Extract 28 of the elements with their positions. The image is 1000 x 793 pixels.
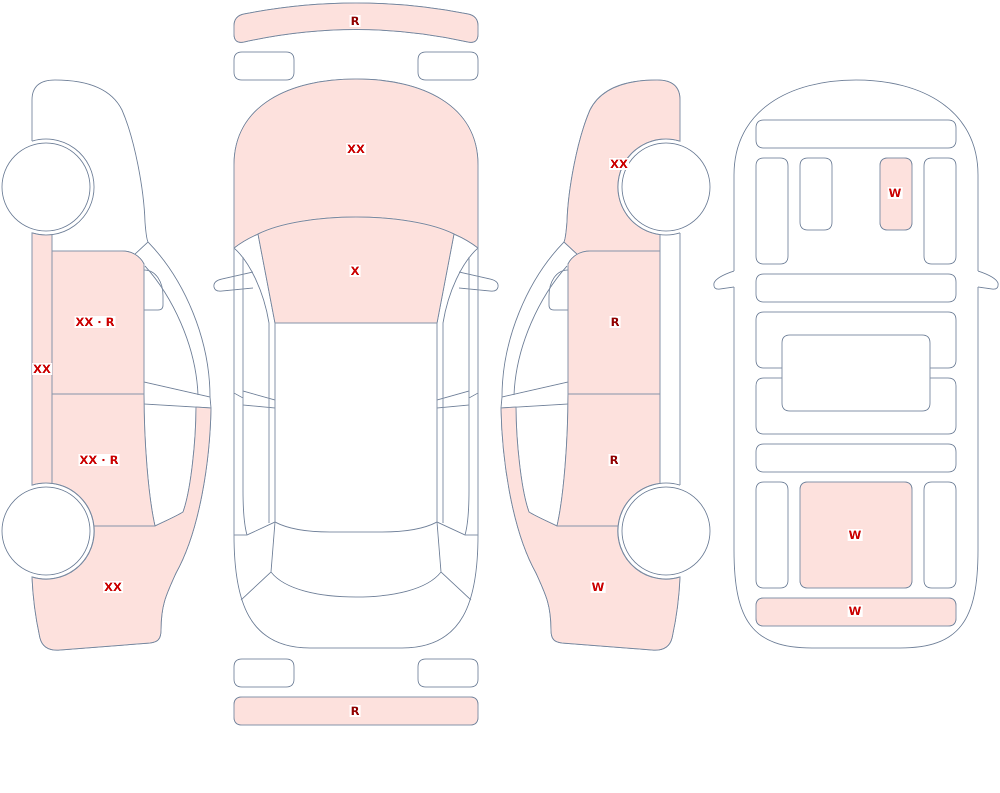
bumper-panel xyxy=(233,696,479,726)
damage-code: XX · R xyxy=(78,454,120,466)
damage-code: W xyxy=(848,529,862,541)
door-panel xyxy=(51,393,156,527)
door-panel xyxy=(51,250,146,395)
door-panel xyxy=(566,250,661,395)
bumper-panel xyxy=(233,2,479,44)
damage-code: R xyxy=(610,316,620,328)
damage-code: XX xyxy=(32,363,52,375)
damage-code: R xyxy=(350,705,360,717)
damage-code: R xyxy=(350,15,360,27)
damage-code: R xyxy=(608,454,620,466)
sill-panel xyxy=(31,232,53,486)
door-panel xyxy=(556,393,661,527)
hood-panel xyxy=(233,78,479,249)
damage-code: XX xyxy=(609,158,629,170)
underbody-panel xyxy=(799,481,913,589)
underbody-panel xyxy=(879,157,913,231)
damage-code: X xyxy=(350,265,360,277)
damage-code: XX xyxy=(346,143,366,155)
underbody-panel xyxy=(755,597,957,627)
fender-panel xyxy=(563,79,681,256)
damage-code: XX xyxy=(103,581,123,593)
damage-code: W xyxy=(590,581,606,593)
damage-code: W xyxy=(888,187,902,199)
damage-code: W xyxy=(848,605,862,617)
damage-code: XX · R xyxy=(74,316,116,328)
windshield-panel xyxy=(257,216,455,324)
